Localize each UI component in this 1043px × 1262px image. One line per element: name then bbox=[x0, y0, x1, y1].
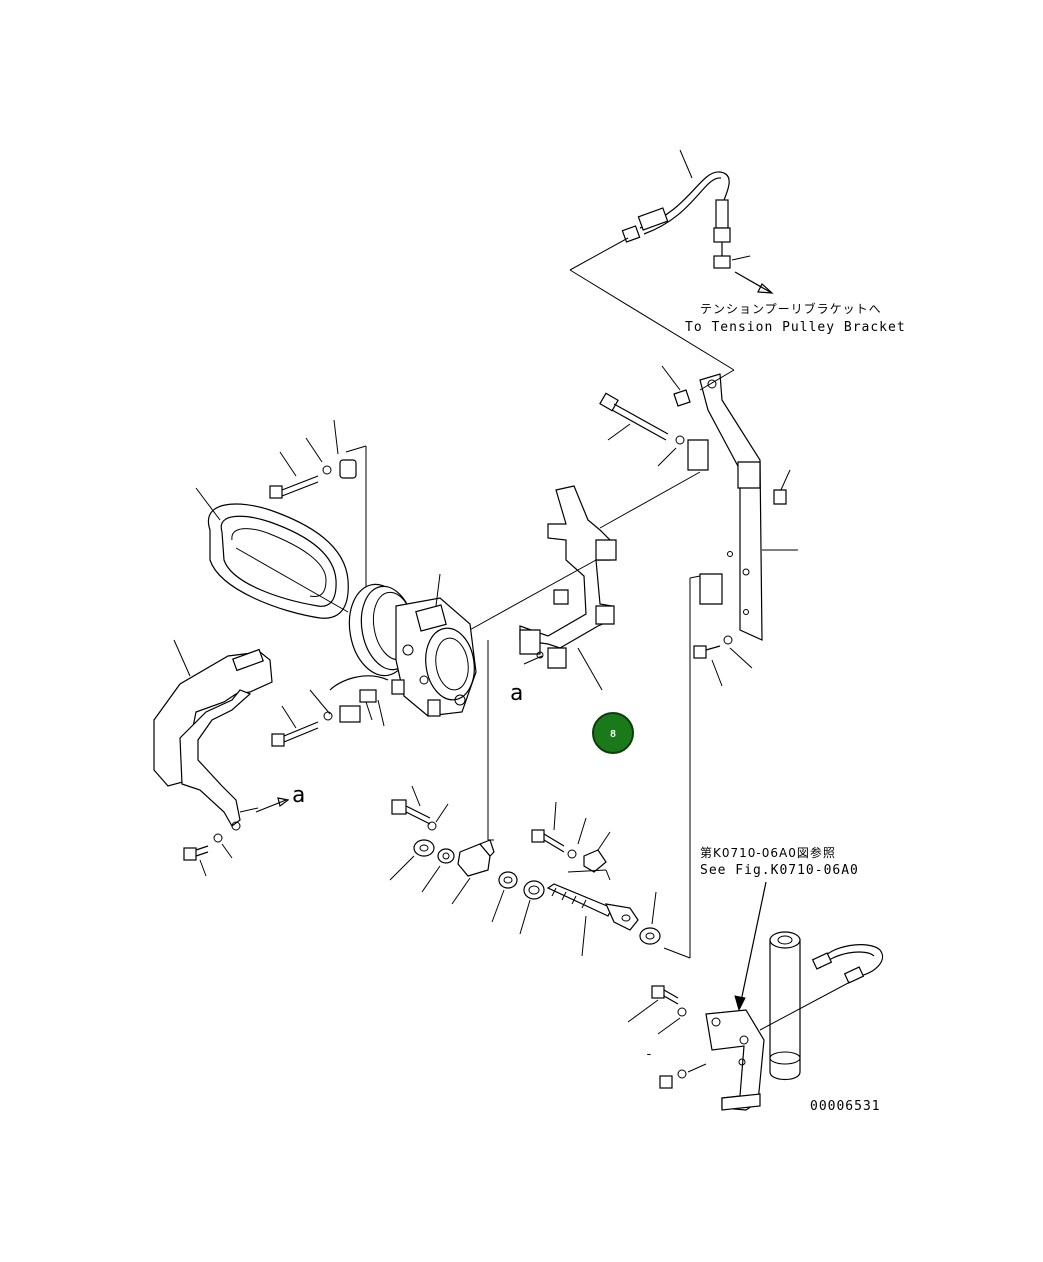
tension-bolt bbox=[546, 869, 691, 959]
harness bbox=[309, 675, 389, 727]
drive-belt bbox=[195, 487, 349, 619]
figure-ref-arrow bbox=[734, 881, 767, 1012]
bolt-guard-bottom bbox=[183, 833, 233, 877]
figure-ref-label-jp: 第K0710-06A0図参照 bbox=[700, 845, 836, 860]
view-marker-a-center: a bbox=[510, 681, 523, 706]
dash-label: - bbox=[645, 1047, 654, 1062]
lower-bolt-left bbox=[389, 640, 495, 905]
receiver-drier bbox=[759, 931, 884, 1081]
center-bracket bbox=[465, 485, 617, 691]
bolt-mid-left bbox=[271, 705, 333, 747]
bolt-right-bracket bbox=[693, 635, 753, 687]
tension-pulley-label-en: To Tension Pulley Bracket bbox=[685, 320, 906, 335]
view-marker-a-left: a bbox=[292, 783, 305, 808]
bolt-top-left bbox=[269, 419, 367, 610]
tension-pulley-label-jp: テンションプーリブラケットへ bbox=[700, 301, 882, 316]
hotspot-callout[interactable]: 8 bbox=[592, 712, 634, 754]
hose-assembly bbox=[569, 149, 774, 371]
belt-guard bbox=[153, 639, 290, 831]
drawing-number: 00006531 bbox=[810, 1099, 881, 1114]
long-bolt-top bbox=[599, 392, 685, 467]
lower-bolt-center bbox=[491, 801, 611, 935]
hotspot-number[interactable]: 8 bbox=[610, 729, 616, 740]
compressor bbox=[348, 573, 477, 717]
hotspot-circle[interactable] bbox=[592, 712, 634, 754]
figure-ref-label-en: See Fig.K0710-06A0 bbox=[700, 863, 859, 878]
bottom-bracket bbox=[705, 1009, 765, 1111]
right-bracket bbox=[599, 365, 798, 958]
bottom-bolts bbox=[627, 985, 707, 1089]
